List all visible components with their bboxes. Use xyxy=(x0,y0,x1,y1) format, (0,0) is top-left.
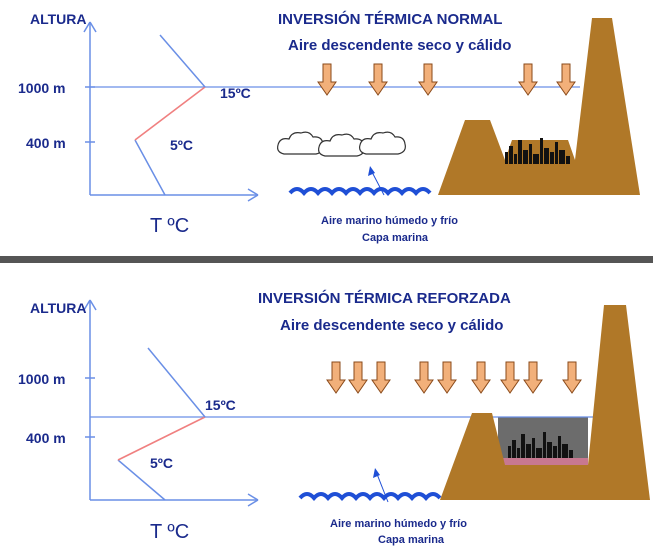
bottom-panel: ALTURA 1000 m 400 m 15ºC 5ºC T ºC INVERS… xyxy=(18,289,650,546)
top-panel: ALTURA 1000 m 400 m 15ºC 5ºC T ºC INVERS… xyxy=(18,10,640,244)
panel-title: INVERSIÓN TÉRMICA REFORZADA xyxy=(258,289,511,307)
x-axis-label: T ºC xyxy=(150,521,189,543)
temperature-profile-lower xyxy=(117,459,166,501)
down-arrow-icon xyxy=(348,361,368,394)
height-1000-label: 1000 m xyxy=(18,80,65,96)
x-axis-arrow-icon xyxy=(247,493,259,501)
temperature-profile-lower xyxy=(134,139,166,196)
y-axis-arrow-icon xyxy=(83,299,91,311)
temp-15-label: 15ºC xyxy=(205,397,236,413)
temp-15-label: 15ºC xyxy=(220,85,251,101)
marine-layer-caption: Capa marina xyxy=(362,232,429,244)
down-arrow-icon xyxy=(437,361,457,394)
down-arrow-icon xyxy=(556,63,576,96)
down-arrow-icon xyxy=(518,63,538,96)
cloud-icon xyxy=(277,131,324,155)
cloud-icon xyxy=(359,131,406,155)
down-arrow-icon xyxy=(317,63,337,96)
down-arrow-icon xyxy=(523,361,543,394)
temperature-profile-upper xyxy=(147,347,206,418)
descending-air-arrows xyxy=(317,63,576,96)
y-axis-label: ALTURA xyxy=(30,300,87,316)
down-arrow-icon xyxy=(562,361,582,394)
down-arrow-icon xyxy=(418,63,438,96)
down-arrow-icon xyxy=(500,361,520,394)
down-arrow-icon xyxy=(326,361,346,394)
down-arrow-icon xyxy=(371,361,391,394)
height-400-label: 400 m xyxy=(26,135,66,151)
temp-5-label: 5ºC xyxy=(150,455,173,471)
inversion-segment xyxy=(134,86,206,141)
height-400-label: 400 m xyxy=(26,430,66,446)
y-axis-arrow-icon xyxy=(83,21,91,33)
temp-5-label: 5ºC xyxy=(170,137,193,153)
cloud-icon xyxy=(318,133,365,157)
down-arrow-icon xyxy=(471,361,491,394)
inversion-segment xyxy=(117,416,206,461)
down-arrow-icon xyxy=(414,361,434,394)
temperature-profile-upper xyxy=(159,34,206,88)
wave-icon xyxy=(288,187,432,197)
x-axis-arrow-icon xyxy=(247,188,259,196)
marine-clouds xyxy=(277,131,406,157)
y-axis-label: ALTURA xyxy=(30,11,87,27)
marine-layer-caption: Capa marina xyxy=(378,534,445,546)
panel-divider xyxy=(0,256,653,263)
descending-air-arrows xyxy=(326,361,582,394)
marine-air-caption: Aire marino húmedo y frío xyxy=(330,518,467,530)
panel-subtitle: Aire descendente seco y cálido xyxy=(288,37,511,54)
panel-subtitle: Aire descendente seco y cálido xyxy=(280,317,503,334)
marine-air-caption: Aire marino húmedo y frío xyxy=(321,215,458,227)
height-1000-label: 1000 m xyxy=(18,371,65,387)
mountain-icon xyxy=(438,18,640,195)
mountain-icon xyxy=(440,305,650,500)
x-axis-label: T ºC xyxy=(150,215,189,237)
down-arrow-icon xyxy=(368,63,388,96)
wave-icon xyxy=(298,492,442,502)
panel-title: INVERSIÓN TÉRMICA NORMAL xyxy=(278,10,502,28)
